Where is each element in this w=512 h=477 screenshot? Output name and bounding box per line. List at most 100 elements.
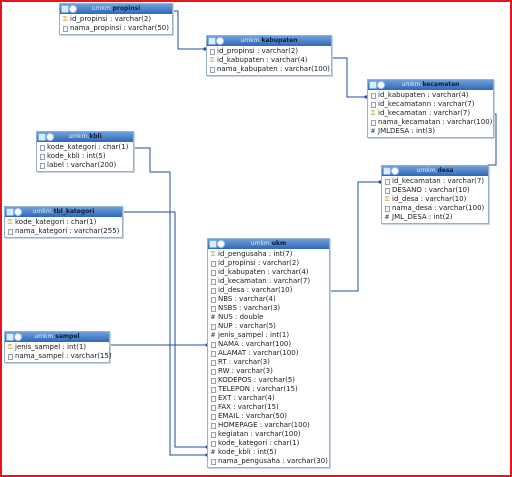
column-row[interactable]: nama_sampel : varchar(15) — [5, 352, 112, 361]
table-name: kabupaten — [261, 37, 298, 44]
column-row[interactable]: id_kecamatan : varchar(7) — [208, 277, 329, 286]
column-row[interactable]: ⚿jenis_sampel : int(1) — [5, 343, 109, 352]
column-row[interactable]: ⚿id_desa : varchar(10) — [382, 195, 488, 204]
column-row[interactable]: id_desa : varchar(10) — [208, 286, 329, 295]
column-row[interactable]: label : varchar(200) — [37, 161, 133, 170]
column-row[interactable]: RW : varchar(3) — [208, 367, 329, 376]
column-row[interactable]: EXT : varchar(4) — [208, 394, 329, 403]
column-row[interactable]: NBS : varchar(4) — [208, 295, 329, 304]
database-name: umkm — [34, 333, 54, 340]
table-sampel[interactable]: umkm.sampel⚿jenis_sampel : int(1)nama_sa… — [4, 331, 112, 363]
table-header[interactable]: umkm.sampel — [5, 332, 109, 342]
gear-icon[interactable] — [69, 5, 77, 13]
column-label: id_pengusaha : int(7) — [218, 250, 293, 258]
gear-icon[interactable] — [216, 37, 224, 45]
table-header[interactable]: umkm.tbl_kategori — [5, 207, 122, 217]
gear-icon[interactable] — [14, 208, 22, 216]
gear-icon[interactable] — [217, 240, 225, 248]
numeric-field-icon: # — [210, 449, 216, 456]
column-row[interactable]: #NUS : double — [208, 313, 329, 322]
table-header[interactable]: umkm.ukm — [208, 239, 329, 249]
field-icon — [210, 278, 216, 285]
table-header[interactable]: umkm.desa — [382, 166, 488, 176]
column-row[interactable]: HOMEPAGE : varchar(100) — [208, 421, 329, 430]
table-name: kbli — [89, 133, 102, 140]
column-row[interactable]: id_kabupaten : varchar(4) — [208, 268, 329, 277]
column-row[interactable]: ⚿id_pengusaha : int(7) — [208, 250, 329, 259]
column-row[interactable]: NUP : varchar(5) — [208, 322, 329, 331]
table-propinsi[interactable]: umkm.propinsi⚿id_propinsi : varchar(2)na… — [59, 3, 173, 35]
column-label: JML_DESA : int(2) — [392, 213, 453, 221]
field-icon — [210, 395, 216, 402]
column-row[interactable]: id_kabupaten : varchar(4) — [368, 91, 493, 100]
column-row[interactable]: #JML_DESA : int(2) — [382, 213, 488, 222]
gear-icon[interactable] — [14, 333, 22, 341]
table-header[interactable]: umkm.propinsi — [60, 4, 172, 14]
column-row[interactable]: id_kecamatann : varchar(7) — [368, 100, 493, 109]
field-icon — [370, 101, 376, 108]
column-row[interactable]: TELEPON : varchar(15) — [208, 385, 329, 394]
column-row[interactable]: NAMA : varchar(100) — [208, 340, 329, 349]
column-label: nama_kecamatan : varchar(100) — [378, 118, 493, 126]
field-icon — [210, 440, 216, 447]
column-label: jenis_sampel : int(1) — [15, 343, 87, 351]
table-icon — [6, 333, 14, 341]
column-row[interactable]: kode_kategori : char(1) — [37, 143, 133, 152]
column-row[interactable]: NSBS : varchar(3) — [208, 304, 329, 313]
column-row[interactable]: kode_kbli : int(5) — [37, 152, 133, 161]
column-row[interactable]: ALAMAT : varchar(100) — [208, 349, 329, 358]
primary-key-icon: ⚿ — [210, 251, 216, 258]
primary-key-icon: ⚿ — [209, 57, 215, 64]
column-row[interactable]: nama_desa : varchar(100) — [382, 204, 488, 213]
field-icon — [210, 413, 216, 420]
column-row[interactable]: kode_kategori : char(1) — [208, 439, 329, 448]
gear-icon[interactable] — [391, 167, 399, 175]
column-row[interactable]: FAX : varchar(15) — [208, 403, 329, 412]
column-row[interactable]: nama_kategori : varchar(255) — [5, 227, 122, 236]
column-row[interactable]: id_propinsi : varchar(2) — [208, 259, 329, 268]
table-name: desa — [437, 167, 454, 174]
column-row[interactable]: nama_kabupaten : varchar(100) — [207, 65, 331, 74]
column-row[interactable]: EMAIL : varchar(50) — [208, 412, 329, 421]
column-label: TELEPON : varchar(15) — [218, 385, 298, 393]
field-icon — [370, 119, 376, 126]
table-header[interactable]: umkm.kbli — [37, 132, 133, 142]
column-row[interactable]: nama_kecamatan : varchar(100) — [368, 118, 493, 127]
column-row[interactable]: nama_pengusaha : varchar(30) — [208, 457, 329, 466]
column-label: id_kecamatann : varchar(7) — [378, 100, 475, 108]
gear-icon[interactable] — [377, 81, 385, 89]
field-icon — [210, 404, 216, 411]
primary-key-icon: ⚿ — [7, 344, 13, 351]
column-row[interactable]: id_kecamatan : varchar(7) — [382, 177, 488, 186]
column-row[interactable]: #jenis_sampel : int(1) — [208, 331, 329, 340]
column-row[interactable]: kegiatan : varchar(100) — [208, 430, 329, 439]
column-label: id_propinsi : varchar(2) — [70, 15, 152, 23]
column-row[interactable]: ⚿id_kecamatan : varchar(7) — [368, 109, 493, 118]
gear-icon[interactable] — [46, 133, 54, 141]
table-title: umkm.ukm — [250, 240, 287, 247]
column-list: id_propinsi : varchar(2)⚿id_kabupaten : … — [207, 46, 331, 75]
table-header[interactable]: umkm.kabupaten — [207, 36, 331, 46]
field-icon — [210, 368, 216, 375]
column-row[interactable]: id_propinsi : varchar(2) — [207, 47, 331, 56]
column-label: nama_propinsi : varchar(50) — [70, 24, 169, 32]
column-row[interactable]: ⚿kode_kategori : char(1) — [5, 218, 122, 227]
field-icon — [39, 153, 45, 160]
column-row[interactable]: ⚿id_kabupaten : varchar(4) — [207, 56, 331, 65]
column-row[interactable]: ⚿id_propinsi : varchar(2) — [60, 15, 172, 24]
table-tbl-kategori[interactable]: umkm.tbl_kategori⚿kode_kategori : char(1… — [4, 206, 123, 238]
column-row[interactable]: RT : varchar(3) — [208, 358, 329, 367]
table-ukm[interactable]: umkm.ukm ⚿id_pengusaha : int(7)id_propins… — [207, 238, 330, 468]
column-row[interactable]: #JMLDESA : int(3) — [368, 127, 493, 136]
column-row[interactable]: nama_propinsi : varchar(50) — [60, 24, 172, 33]
table-icon — [61, 5, 69, 13]
table-header[interactable]: umkm.kecamatan — [368, 80, 493, 90]
column-row[interactable]: #kode_kbli : int(5) — [208, 448, 329, 457]
column-row[interactable]: DESANO : varchar(10) — [382, 186, 488, 195]
column-row[interactable]: KODEPOS : varchar(5) — [208, 376, 329, 385]
column-label: nama_kategori : varchar(255) — [15, 227, 120, 235]
